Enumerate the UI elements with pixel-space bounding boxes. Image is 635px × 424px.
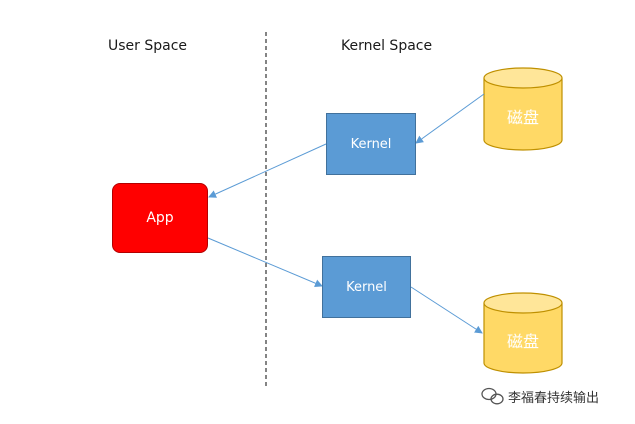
arrow-kernel-to-app bbox=[208, 143, 327, 198]
arrow-disk-to-kernel bbox=[415, 93, 485, 144]
disk-top-label: 磁盘 bbox=[506, 108, 539, 127]
disk-bottom-cylinder bbox=[483, 292, 563, 374]
disk-bottom-label: 磁盘 bbox=[506, 332, 539, 351]
kernel-write-node: Kernel bbox=[322, 256, 411, 318]
wechat-icon bbox=[481, 387, 504, 405]
disk-top-cylinder bbox=[483, 67, 563, 151]
arrow-kernel-to-disk bbox=[410, 286, 483, 334]
arrow-app-to-kernel bbox=[207, 237, 323, 287]
app-node: App bbox=[112, 183, 208, 253]
watermark-text: 李福春持续输出 bbox=[508, 391, 600, 406]
kernel-space-label: Kernel Space bbox=[341, 38, 433, 54]
kernel-read-node: Kernel bbox=[326, 113, 416, 175]
user-space-label: User Space bbox=[108, 38, 188, 54]
